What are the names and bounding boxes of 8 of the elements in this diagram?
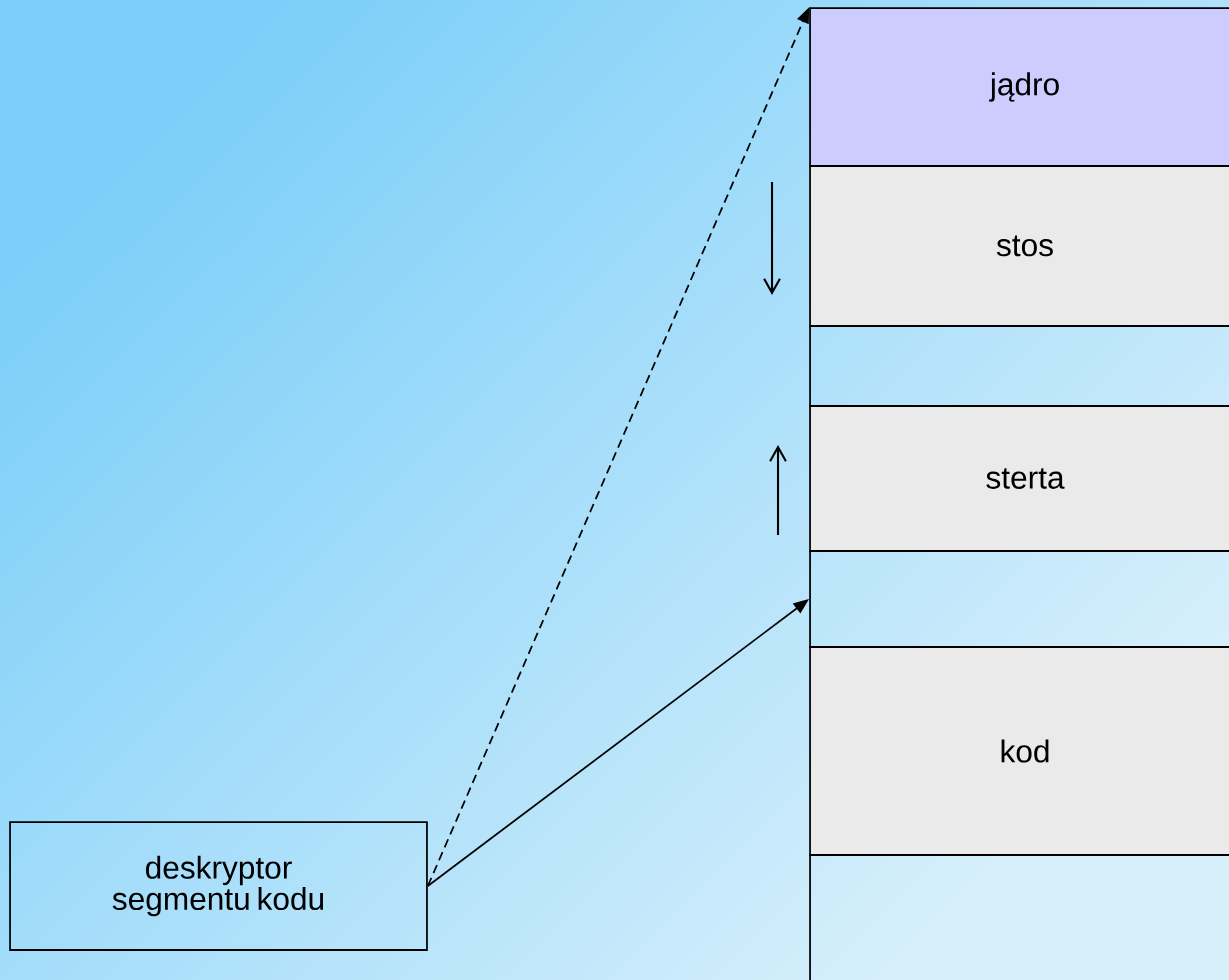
free-memory-area [809,854,1229,980]
free-memory-area [809,550,1229,648]
memory-segment: stos [809,165,1229,327]
memory-segment: kod [809,646,1229,856]
free-memory-area [809,325,1229,407]
memory-segment: jądro [809,7,1229,167]
memory-segment: sterta [809,405,1229,552]
descriptor-box: deskryptor segmentu kodu [9,821,428,951]
